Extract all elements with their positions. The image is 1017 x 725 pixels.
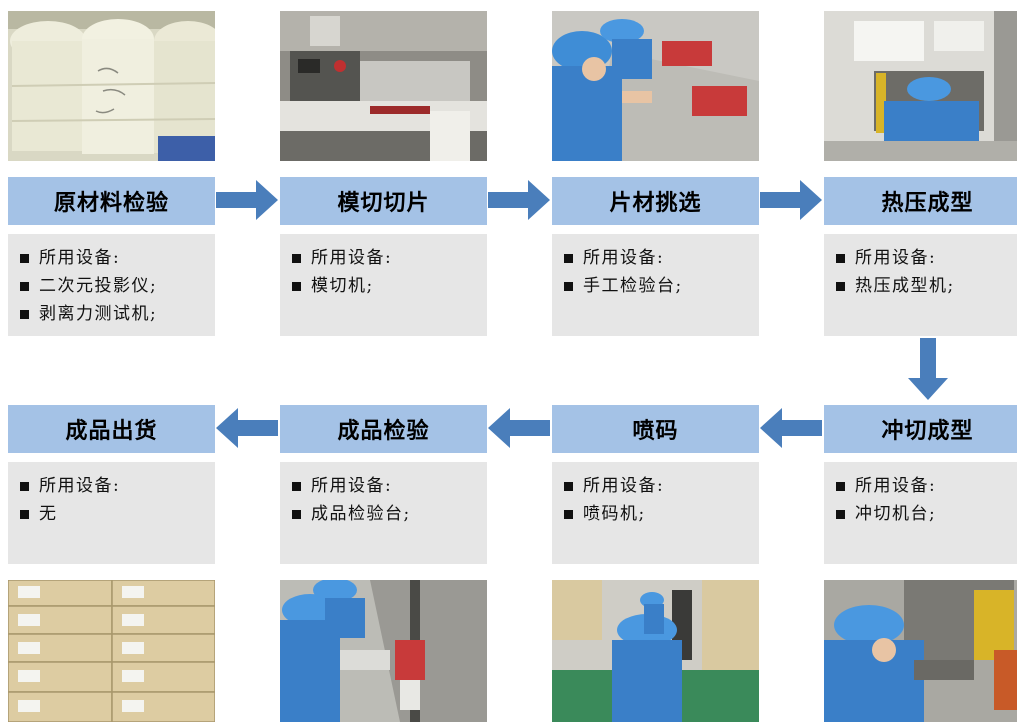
bullet-icon (564, 253, 573, 263)
equipment-text: 二次元投影仪; (39, 276, 158, 296)
bullet-icon (564, 481, 573, 491)
equipment-box-inkjet: 所用设备: 喷码机; (552, 462, 759, 564)
equipment-line: 剥离力测试机; (20, 300, 215, 328)
equipment-box-die-cutting: 所用设备: 模切机; (280, 234, 487, 336)
equipment-text: 所用设备: (855, 248, 937, 268)
step-raw-material-inspection: 原材料检验 (8, 177, 215, 225)
equipment-line: 所用设备: (20, 244, 215, 272)
equipment-text: 所用设备: (855, 476, 937, 496)
equipment-text: 冲切机台; (855, 504, 937, 524)
equipment-line: 所用设备: (292, 244, 487, 272)
equipment-text: 所用设备: (311, 248, 393, 268)
equipment-text: 所用设备: (583, 476, 665, 496)
bullet-icon (20, 481, 29, 491)
equipment-line: 二次元投影仪; (20, 272, 215, 300)
arrow-left-icon (488, 408, 550, 448)
step-hot-press-forming: 热压成型 (824, 177, 1017, 225)
equipment-box-raw-material: 所用设备: 二次元投影仪; 剥离力测试机; (8, 234, 215, 336)
equipment-text: 无 (39, 504, 58, 524)
equipment-line: 无 (20, 500, 215, 528)
step-finished-shipping: 成品出货 (8, 405, 215, 453)
equipment-line: 手工检验台; (564, 272, 759, 300)
equipment-text: 所用设备: (583, 248, 665, 268)
bullet-icon (20, 309, 29, 319)
equipment-line: 所用设备: (292, 472, 487, 500)
photo-shipping-boxes (8, 580, 215, 722)
step-die-cutting: 模切切片 (280, 177, 487, 225)
arrow-left-icon (760, 408, 822, 448)
equipment-box-hot-press: 所用设备: 热压成型机; (824, 234, 1017, 336)
equipment-line: 喷码机; (564, 500, 759, 528)
photo-hot-press-operator (824, 11, 1017, 161)
bullet-icon (292, 509, 301, 519)
bullet-icon (292, 253, 301, 263)
equipment-text: 手工检验台; (583, 276, 683, 296)
bullet-icon (20, 253, 29, 263)
photo-die-cutting-machine (280, 11, 487, 161)
equipment-line: 成品检验台; (292, 500, 487, 528)
equipment-line: 所用设备: (836, 244, 1017, 272)
bullet-icon (836, 509, 845, 519)
equipment-text: 所用设备: (311, 476, 393, 496)
equipment-text: 热压成型机; (855, 276, 955, 296)
arrow-right-icon (760, 180, 822, 220)
step-punch-forming: 冲切成型 (824, 405, 1017, 453)
photo-raw-material-rolls (8, 11, 215, 161)
photo-final-inspection-workers (280, 580, 487, 722)
equipment-line: 所用设备: (564, 244, 759, 272)
bullet-icon (564, 281, 573, 291)
photo-inkjet-coding-workers (552, 580, 759, 722)
bullet-icon (836, 253, 845, 263)
arrow-down-icon (908, 338, 948, 400)
arrow-right-icon (488, 180, 550, 220)
equipment-line: 热压成型机; (836, 272, 1017, 300)
bullet-icon (836, 281, 845, 291)
equipment-box-finished-inspection: 所用设备: 成品检验台; (280, 462, 487, 564)
equipment-box-punch: 所用设备: 冲切机台; (824, 462, 1017, 564)
equipment-box-shipping: 所用设备: 无 (8, 462, 215, 564)
bullet-icon (292, 281, 301, 291)
equipment-line: 模切机; (292, 272, 487, 300)
step-sheet-sorting: 片材挑选 (552, 177, 759, 225)
bullet-icon (836, 481, 845, 491)
equipment-box-sheet-sorting: 所用设备: 手工检验台; (552, 234, 759, 336)
arrow-right-icon (216, 180, 278, 220)
step-inkjet-coding: 喷码 (552, 405, 759, 453)
photo-punching-machine-operator (824, 580, 1017, 722)
bullet-icon (20, 509, 29, 519)
bullet-icon (20, 281, 29, 291)
equipment-text: 模切机; (311, 276, 374, 296)
equipment-line: 冲切机台; (836, 500, 1017, 528)
equipment-text: 喷码机; (583, 504, 646, 524)
bullet-icon (564, 509, 573, 519)
equipment-line: 所用设备: (564, 472, 759, 500)
equipment-line: 所用设备: (20, 472, 215, 500)
bullet-icon (292, 481, 301, 491)
arrow-left-icon (216, 408, 278, 448)
equipment-text: 剥离力测试机; (39, 304, 158, 324)
equipment-text: 成品检验台; (311, 504, 411, 524)
equipment-line: 所用设备: (836, 472, 1017, 500)
equipment-text: 所用设备: (39, 476, 121, 496)
equipment-text: 所用设备: (39, 248, 121, 268)
step-finished-inspection: 成品检验 (280, 405, 487, 453)
photo-manual-sorting-workers (552, 11, 759, 161)
